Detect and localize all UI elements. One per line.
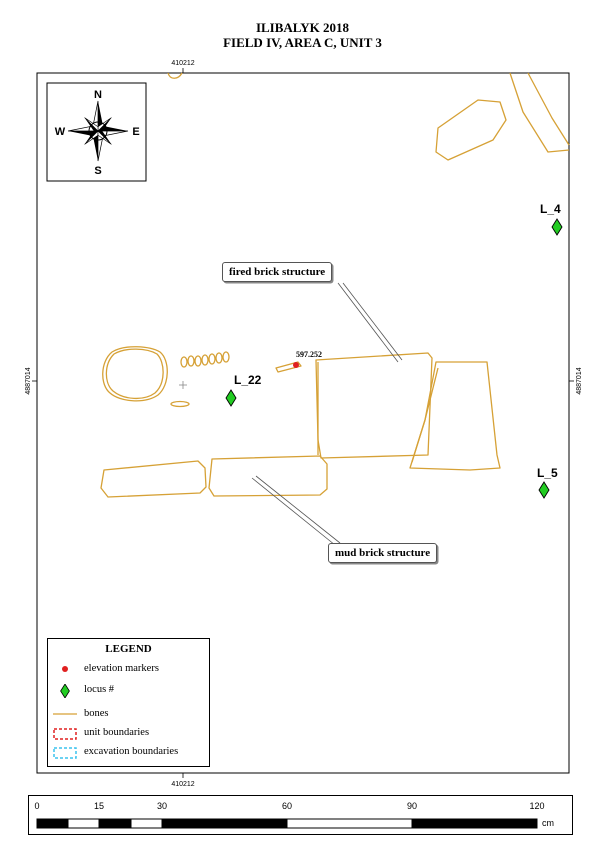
legend-item-excavation-boundaries: excavation boundaries (48, 746, 209, 762)
mud-brick-outline (208, 455, 328, 497)
bone-outline (105, 348, 164, 400)
elevation-label: 597.252 (296, 350, 322, 359)
bone-outline (102, 346, 168, 402)
locus-marker-l5[interactable] (538, 481, 550, 499)
crosshair-icon (179, 381, 187, 389)
orange-line-icon (53, 713, 77, 715)
compass-n: N (94, 89, 102, 101)
scale-unit: cm (542, 818, 554, 828)
bone-outline (411, 367, 439, 463)
scale-tick-label: 0 (34, 801, 40, 811)
legend-item-unit-boundaries: unit boundaries (48, 727, 209, 743)
cyan-dashed-box-icon (53, 747, 77, 759)
scale-tick-label: 15 (93, 801, 105, 811)
compass-w: W (55, 126, 66, 138)
bone-outline (167, 72, 183, 79)
locus-label-l22: L_22 (234, 373, 262, 387)
mud-brick-outline (100, 460, 207, 498)
map-frame (36, 72, 570, 774)
locus-marker-l22[interactable] (225, 389, 237, 407)
scale-bar-frame (28, 795, 573, 835)
coord-right: 4887014 (576, 367, 583, 394)
scale-tick-label: 90 (406, 801, 418, 811)
coord-left: 4887014 (25, 367, 32, 394)
scale-tick-label: 30 (156, 801, 168, 811)
green-diamond-icon (60, 684, 70, 698)
map-title: ILIBALYK 2018 (255, 20, 350, 35)
coord-top: 410212 (171, 60, 194, 67)
locus-marker-l4[interactable] (551, 218, 563, 236)
bone-outline (527, 72, 570, 146)
locus-label-l5: L_5 (537, 466, 558, 480)
legend-title: LEGEND (105, 643, 152, 655)
compass-rose-icon: N S W E (46, 82, 147, 182)
feature-outlines (100, 72, 570, 498)
scale-tick-label: 60 (281, 801, 293, 811)
compass-s: S (94, 165, 101, 177)
bone-outline (509, 72, 570, 153)
bone-outline (170, 400, 190, 408)
callout-mud-brick: mud brick structure (328, 543, 438, 563)
legend: LEGEND elevation markers locus # bones u… (47, 638, 210, 767)
callout-fired-brick: fired brick structure (222, 262, 333, 282)
scale-tick-label: 120 (529, 801, 545, 811)
legend-item-locus: locus # (48, 684, 209, 700)
red-dot-icon (62, 666, 68, 672)
red-dashed-box-icon (53, 728, 77, 740)
locus-label-l4: L_4 (540, 202, 561, 216)
elevation-marker[interactable] (293, 362, 299, 368)
callout-leaders (251, 282, 403, 546)
legend-item-elevation: elevation markers (48, 663, 209, 679)
coord-bottom: 410212 (171, 781, 194, 788)
map-subtitle: FIELD IV, AREA C, UNIT 3 (223, 35, 382, 50)
compass-e: E (132, 126, 139, 138)
bone-outline (435, 99, 507, 161)
bone-outline (275, 361, 302, 373)
legend-item-bones: bones (48, 708, 209, 724)
